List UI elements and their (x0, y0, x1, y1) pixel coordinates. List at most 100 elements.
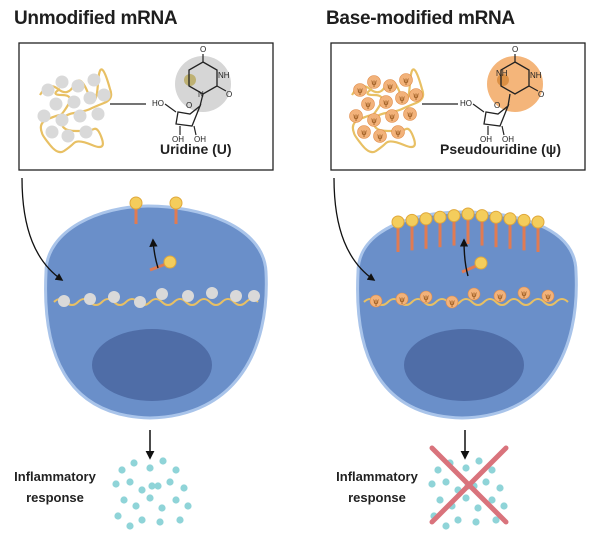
cytokine-particle (442, 478, 450, 486)
svg-text:O: O (226, 90, 232, 99)
entry-arrow-right (333, 177, 376, 281)
folded-mrna-left (37, 68, 113, 154)
heading-unmodified-mrna: Unmodified mRNA (14, 8, 178, 29)
no-response-cross (429, 445, 509, 525)
svg-text:ψ: ψ (371, 116, 377, 125)
mrna-strand-right: ψ ψ ψ ψ ψ ψ ψ ψ (363, 286, 569, 309)
cytokine-particle (474, 504, 482, 512)
cytokine-particle (428, 480, 436, 488)
svg-text:O: O (538, 90, 544, 99)
cytokine-particle (120, 496, 128, 504)
receptor-head (461, 207, 475, 221)
cytokine-particle (500, 502, 508, 510)
cytokine-particle (126, 522, 134, 530)
cytokine-particle (114, 512, 122, 520)
psi-bead: ψ (445, 295, 459, 309)
psi-bead: ψ (379, 95, 393, 109)
svg-text:NH: NH (496, 69, 508, 78)
cytokine-particle (138, 516, 146, 524)
label-pseudouridine: Pseudouridine (ψ) (440, 141, 561, 157)
cytokine-particle (159, 457, 167, 465)
nucleus-right (404, 329, 524, 401)
response-line1-left: Inflammatory (14, 469, 96, 484)
cytokine-particle (158, 504, 166, 512)
svg-text:ψ: ψ (407, 110, 413, 119)
export-arrow-right (459, 238, 469, 277)
cytokine-particle (126, 478, 134, 486)
svg-text:OH: OH (480, 135, 492, 144)
psi-bead: ψ (349, 109, 363, 123)
receptor-head (489, 210, 503, 224)
receptor-head (391, 215, 405, 229)
psi-bead: ψ (403, 107, 417, 121)
cytokine-particle (434, 466, 442, 474)
inner-receptor-right (461, 256, 488, 274)
svg-text:ψ: ψ (449, 298, 455, 307)
cytokine-particles-right (428, 457, 508, 530)
receptor-head (447, 209, 461, 223)
heading-base-modified-mrna: Base-modified mRNA (326, 8, 515, 29)
cytokine-particle (148, 482, 156, 490)
psi-bead: ψ (353, 83, 367, 97)
svg-text:ψ: ψ (545, 292, 551, 301)
psi-bead: ψ (369, 294, 383, 308)
cytokine-particle (482, 478, 490, 486)
cytokine-particle (118, 466, 126, 474)
psi-bead: ψ (493, 289, 507, 303)
cytokine-particle (138, 486, 146, 494)
svg-text:ψ: ψ (371, 78, 377, 87)
response-line2-right: response (348, 490, 406, 505)
cytokine-particle (156, 518, 164, 526)
psi-bead: ψ (399, 73, 413, 87)
cytokine-particle (112, 480, 120, 488)
label-inflammatory-response-left: Inflammatory response (0, 466, 110, 508)
psi-bead: ψ (541, 289, 555, 303)
cytokine-particle (176, 516, 184, 524)
receptor-head (531, 215, 545, 229)
cytokine-particles-left (112, 457, 192, 530)
psi-bead: ψ (419, 290, 433, 304)
receptor-head (419, 212, 433, 226)
svg-text:HO: HO (152, 99, 164, 108)
svg-text:NH: NH (530, 71, 542, 80)
psi-bead: ψ (373, 129, 387, 143)
svg-text:ψ: ψ (395, 128, 401, 137)
receptor-head (433, 210, 447, 224)
svg-text:ψ: ψ (471, 290, 477, 299)
entry-arrow-left (21, 177, 64, 281)
psi-bead: ψ (395, 91, 409, 105)
svg-text:ψ: ψ (413, 91, 419, 100)
cytokine-particle (146, 494, 154, 502)
psi-bead: ψ (357, 125, 371, 139)
svg-text:ψ: ψ (377, 132, 383, 141)
svg-text:ψ: ψ (399, 94, 405, 103)
svg-text:ψ: ψ (399, 295, 405, 304)
svg-text:ψ: ψ (365, 100, 371, 109)
cytokine-particle (172, 496, 180, 504)
cytokine-particle (454, 516, 462, 524)
response-line2-left: response (26, 490, 84, 505)
svg-text:ψ: ψ (521, 289, 527, 298)
receptor-head (517, 213, 531, 227)
cytokine-particle (496, 484, 504, 492)
svg-text:ψ: ψ (423, 293, 429, 302)
label-inflammatory-response-right: Inflammatory response (322, 466, 432, 508)
svg-text:O: O (200, 45, 206, 54)
svg-text:OH: OH (172, 135, 184, 144)
cytokine-particle (472, 518, 480, 526)
label-uridine: Uridine (U) (160, 141, 232, 157)
svg-text:ψ: ψ (353, 112, 359, 121)
svg-text:ψ: ψ (383, 98, 389, 107)
cell-left (44, 204, 268, 420)
cytokine-particle (132, 502, 140, 510)
svg-text:HO: HO (460, 99, 472, 108)
cytokine-particle (154, 482, 162, 490)
nucleus-left (92, 329, 212, 401)
svg-text:N: N (198, 90, 204, 99)
psi-bead: ψ (409, 88, 423, 102)
psi-bead: ψ (361, 97, 375, 111)
cytokine-particle (442, 522, 450, 530)
cytokine-particle (475, 457, 483, 465)
